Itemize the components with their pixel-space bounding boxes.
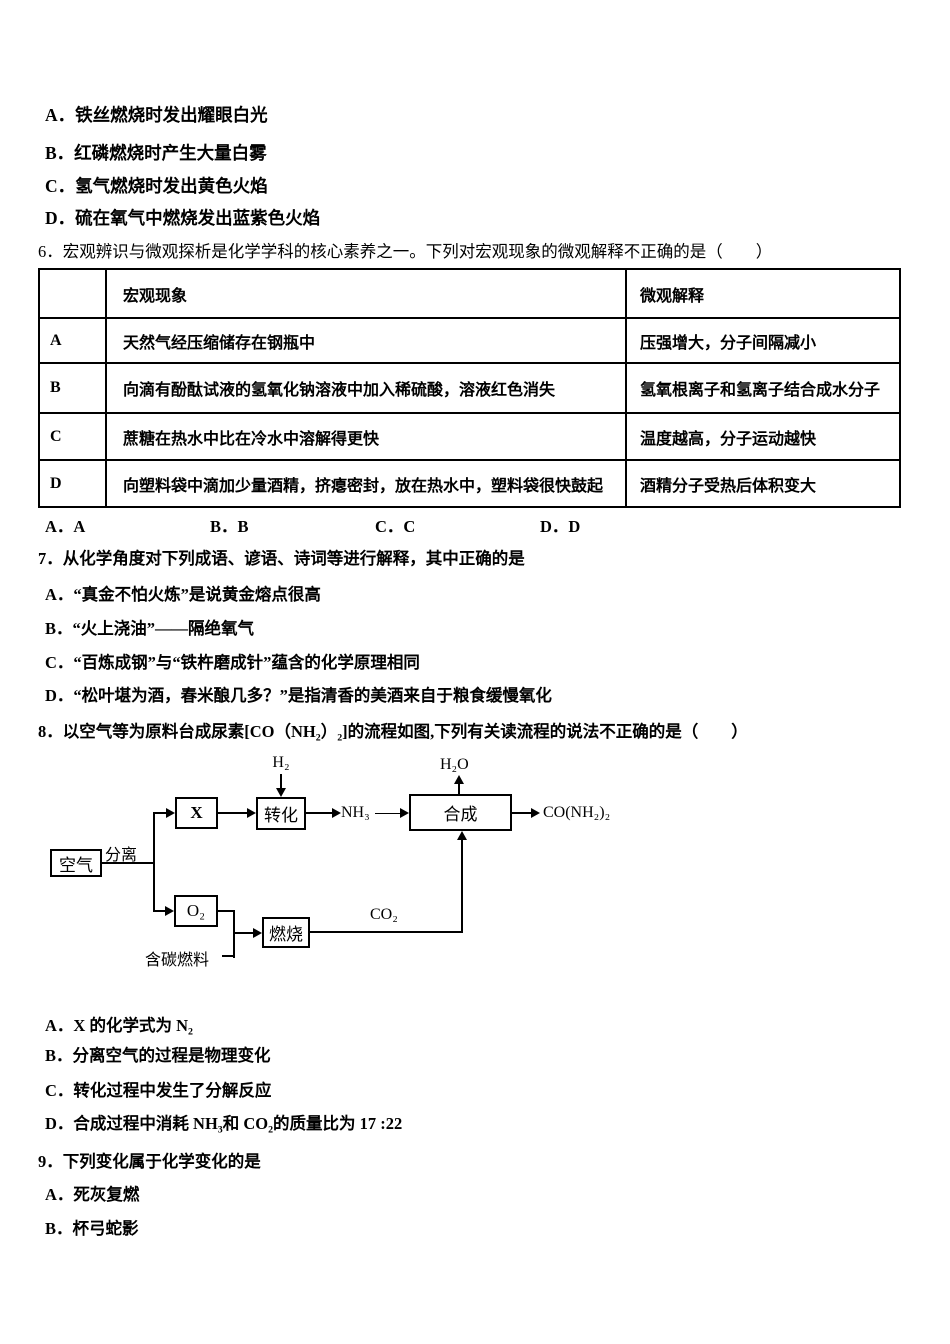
q7-stem: 7．从化学角度对下列成语、谚语、诗词等进行解释，其中正确的是 bbox=[38, 549, 525, 568]
flow-line-o2-vertical bbox=[233, 910, 235, 958]
q7-option-d: D．“松叶堪为酒，春米酿几多？”是指清香的美酒来自于粮食缓慢氧化 bbox=[45, 686, 552, 705]
q6-table-row-b: B 向滴有酚酞试液的氢氧化钠溶液中加入稀硫酸，溶液红色消失 氢氧根离子和氢离子结… bbox=[38, 362, 901, 414]
q6-row-d-explanation: 酒精分子受热后体积变大 bbox=[625, 459, 901, 508]
q6-row-b-phenomenon: 向滴有酚酞试液的氢氧化钠溶液中加入稀硫酸，溶液红色消失 bbox=[105, 362, 627, 414]
flow-line-synth-h2o bbox=[458, 784, 460, 794]
q8-option-b: B．分离空气的过程是物理变化 bbox=[45, 1046, 271, 1065]
flow-line-co2-up bbox=[461, 840, 463, 933]
flow-line-branch-vertical bbox=[153, 812, 155, 912]
q6-row-a-explanation: 压强增大，分子间隔减小 bbox=[625, 317, 901, 364]
q9-option-b: B．杯弓蛇影 bbox=[45, 1219, 139, 1238]
q6-row-a-phenomenon: 天然气经压缩储存在钢瓶中 bbox=[105, 317, 627, 364]
flow-arrow-synth-urea bbox=[531, 808, 540, 818]
q6-header-micro: 微观解释 bbox=[625, 268, 901, 319]
q7-option-a: A．“真金不怕火炼”是说黄金熔点很高 bbox=[45, 585, 321, 604]
q6-table-row-d: D 向塑料袋中滴加少量酒精，挤瘪密封，放在热水中，塑料袋很快鼓起 酒精分子受热后… bbox=[38, 459, 901, 508]
flow-line-o2-right bbox=[218, 910, 235, 912]
q6-table-header-row: 宏观现象 微观解释 bbox=[38, 268, 901, 319]
q6-table-row-c: C 蔗糖在热水中比在冷水中溶解得更快 温度越高，分子运动越快 bbox=[38, 412, 901, 461]
flow-arrow-to-o2 bbox=[165, 906, 174, 916]
q5-option-d: D．硫在氧气中燃烧发出蓝紫色火焰 bbox=[45, 208, 321, 228]
q7-option-b: B．“火上浇油”——隔绝氧气 bbox=[45, 619, 255, 638]
flow-label-urea: CO(NH₂)₂ bbox=[543, 804, 611, 821]
q7-option-c: C．“百炼成钢”与“铁杵磨成针”蕴含的化学原理相同 bbox=[45, 653, 420, 672]
flow-line-air-branch bbox=[102, 862, 155, 864]
q6-header-macro: 宏观现象 bbox=[105, 268, 627, 319]
flow-box-synthesize: 合成 bbox=[409, 794, 512, 831]
q6-table-row-a: A 天然气经压缩储存在钢瓶中 压强增大，分子间隔减小 bbox=[38, 317, 901, 364]
q6-stem: 6．宏观辨识与微观探析是化学学科的核心素养之一。下列对宏观现象的微观解释不正确的… bbox=[38, 242, 773, 261]
flow-label-separate: 分离 bbox=[105, 847, 138, 864]
flow-line-h2-down bbox=[280, 774, 282, 788]
q6-row-a-letter: A bbox=[38, 317, 107, 364]
q6-answer-b: B．B bbox=[210, 517, 249, 536]
q6-answer-c: C．C bbox=[375, 517, 416, 536]
urea-flow-diagram: 空气 X 转化 合成 O₂ 燃烧 分离 H₂ NH₃ H₂O CO(NH₂)₂ … bbox=[45, 750, 665, 990]
flow-box-o2: O₂ bbox=[174, 895, 218, 927]
flow-line-to-x bbox=[155, 812, 166, 814]
flow-arrow-to-x bbox=[166, 808, 175, 818]
flow-label-fuel: 含碳燃料 bbox=[145, 952, 210, 969]
q5-option-a: A．铁丝燃烧时发出耀眼白光 bbox=[45, 105, 268, 125]
q8-option-a: A．X 的化学式为 N₂ bbox=[45, 1016, 193, 1035]
q8-stem: 8．以空气等为原料台成尿素[CO（NH₂）₂]的流程如图,下列有关读流程的说法不… bbox=[38, 722, 748, 741]
q6-row-b-letter: B bbox=[38, 362, 107, 414]
flow-arrow-h2-down bbox=[276, 788, 286, 797]
flow-box-burn: 燃烧 bbox=[262, 917, 310, 948]
flow-arrow-nh3-synth bbox=[400, 808, 409, 818]
flow-line-to-o2 bbox=[155, 910, 165, 912]
flow-box-x: X bbox=[175, 797, 218, 829]
flow-arrow-convert-nh3 bbox=[332, 808, 341, 818]
flow-label-h2o: H₂O bbox=[440, 756, 469, 773]
q6-row-c-phenomenon: 蔗糖在热水中比在冷水中溶解得更快 bbox=[105, 412, 627, 461]
flow-line-convert-nh3 bbox=[306, 812, 332, 814]
q6-row-d-phenomenon: 向塑料袋中滴加少量酒精，挤瘪密封，放在热水中，塑料袋很快鼓起 bbox=[105, 459, 627, 508]
q5-option-b: B．红磷燃烧时产生大量白雾 bbox=[45, 143, 267, 163]
q6-answer-a: A．A bbox=[45, 517, 86, 536]
flow-label-h2: H₂ bbox=[272, 754, 290, 771]
flow-label-nh3: NH₃ bbox=[341, 804, 370, 821]
q5-option-c: C．氢气燃烧时发出黄色火焰 bbox=[45, 176, 268, 196]
flow-line-nh3-synth bbox=[375, 813, 400, 814]
flow-box-convert: 转化 bbox=[256, 797, 306, 830]
q8-option-c: C．转化过程中发生了分解反应 bbox=[45, 1081, 272, 1100]
flow-box-air: 空气 bbox=[50, 849, 102, 877]
flow-arrow-to-burn bbox=[253, 928, 262, 938]
flow-line-x-convert bbox=[218, 812, 247, 814]
flow-line-to-burn bbox=[235, 932, 253, 934]
q9-option-a: A．死灰复燃 bbox=[45, 1185, 140, 1204]
q9-stem: 9．下列变化属于化学变化的是 bbox=[38, 1152, 261, 1171]
q6-row-c-explanation: 温度越高，分子运动越快 bbox=[625, 412, 901, 461]
q6-row-b-explanation: 氢氧根离子和氢离子结合成水分子 bbox=[625, 362, 901, 414]
flow-line-synth-urea bbox=[512, 812, 531, 814]
q6-answer-d: D．D bbox=[540, 517, 581, 536]
flow-arrow-co2-synth bbox=[457, 831, 467, 840]
flow-line-burn-co2 bbox=[310, 931, 463, 933]
q8-option-d: D．合成过程中消耗 NH₃和 CO₂的质量比为 17 :22 bbox=[45, 1114, 403, 1133]
q6-row-c-letter: C bbox=[38, 412, 107, 461]
flow-label-co2: CO₂ bbox=[370, 906, 398, 923]
flow-arrow-synth-h2o bbox=[454, 775, 464, 784]
flow-line-fuel-dash bbox=[222, 955, 235, 957]
q6-header-blank bbox=[38, 268, 107, 319]
flow-arrow-x-convert bbox=[247, 808, 256, 818]
q6-table: 宏观现象 微观解释 A 天然气经压缩储存在钢瓶中 压强增大，分子间隔减小 B 向… bbox=[38, 268, 901, 508]
q6-row-d-letter: D bbox=[38, 459, 107, 508]
